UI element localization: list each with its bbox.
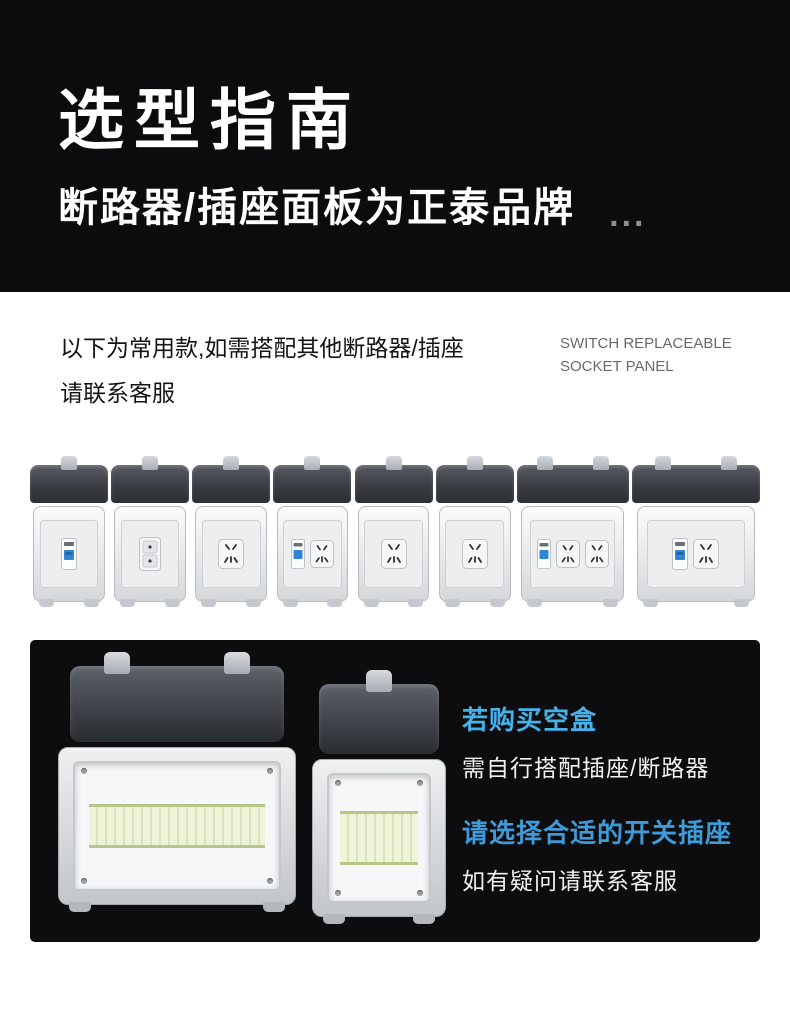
box-body <box>637 505 755 607</box>
intro-line-2: 请联系客服 <box>60 379 175 406</box>
box-inner-panel <box>364 519 423 588</box>
lid-tab-icon <box>537 455 553 470</box>
product-card-breaker-socket <box>273 455 352 607</box>
lid-tab-icon <box>223 455 240 470</box>
breaker-icon <box>536 538 551 569</box>
screw-icon <box>335 889 341 896</box>
box-body <box>114 505 187 607</box>
screw-icon <box>417 779 423 786</box>
page-subtitle: 断路器/插座面板为正泰品牌 <box>58 186 576 231</box>
box-lid <box>631 455 760 503</box>
lid-tab-icon <box>655 455 672 470</box>
screw-icon <box>267 767 273 774</box>
hero-subtitle-row: 断路器/插座面板为正泰品牌 ... <box>58 175 735 233</box>
note-line-2: 如有疑问请联系客服 <box>462 867 678 894</box>
box-lid <box>435 455 514 503</box>
lid-tab-icon <box>592 455 609 470</box>
note-line-1: 需自行搭配插座/断路器 <box>462 754 710 781</box>
dual-outlet-icon <box>139 536 162 571</box>
empty-box-lid <box>318 669 440 754</box>
socket-icon <box>555 539 580 568</box>
empty-box-wide <box>58 651 296 912</box>
empty-box-recess <box>327 772 431 903</box>
box-inner-panel <box>120 519 180 588</box>
socket-icon <box>309 539 334 568</box>
lid-tab-icon <box>61 455 77 470</box>
lid-tab-icon <box>223 651 250 674</box>
product-card-socket <box>435 455 514 607</box>
box-inner-panel <box>530 519 616 588</box>
screw-icon <box>81 877 87 884</box>
lid-tab-icon <box>142 455 159 470</box>
empty-box-body <box>58 746 296 912</box>
caption-line-1: SWITCH REPLACEABLE <box>560 335 732 352</box>
lid-tab-icon <box>720 455 737 470</box>
box-lid <box>192 455 271 503</box>
product-card-breaker <box>30 455 108 607</box>
box-body <box>33 505 105 607</box>
socket-icon <box>380 538 407 569</box>
product-card-socket <box>192 455 271 607</box>
intro-line-1: 以下为常用款,如需搭配其他断路器/插座 <box>60 335 464 361</box>
screw-icon <box>417 889 423 896</box>
lid-tab-icon <box>304 455 321 470</box>
breaker-icon <box>60 537 77 570</box>
note-heading-1: 若购买空盒 <box>462 704 598 735</box>
box-lid <box>273 455 352 503</box>
empty-box-tall <box>312 669 446 924</box>
lid-tab-icon <box>385 455 402 470</box>
box-inner-panel <box>201 519 261 588</box>
box-inner-panel <box>647 519 745 588</box>
empty-box-lid <box>69 651 285 742</box>
ellipsis-decoration: ... <box>609 195 647 234</box>
box-lid <box>30 455 108 503</box>
intro-note: 以下为常用款,如需搭配其他断路器/插座 请联系客服 <box>60 326 464 416</box>
caption-line-2: SOCKET PANEL <box>560 358 674 376</box>
screw-icon <box>335 779 341 786</box>
breaker-icon <box>290 538 305 569</box>
socket-icon <box>693 538 720 569</box>
box-body <box>438 505 511 607</box>
hero-section: 选型指南 断路器/插座面板为正泰品牌 ... <box>0 0 790 292</box>
product-card-breaker-socket-wide <box>631 455 760 607</box>
socket-icon <box>461 538 488 569</box>
english-caption: SWITCH REPLACEABLE SOCKET PANEL <box>560 326 738 379</box>
empty-box-body <box>312 758 446 924</box>
empty-box-section: 若购买空盒 需自行搭配插座/断路器 请选择合适的开关插座 如有疑问请联系客服 <box>30 639 760 942</box>
note-heading-2: 请选择合适的开关插座 <box>462 817 733 848</box>
socket-icon <box>584 539 609 568</box>
breaker-icon <box>672 537 689 570</box>
empty-box-recess <box>73 760 281 891</box>
product-card-dual-outlet <box>111 455 190 607</box>
lid-tab-icon <box>366 669 392 692</box>
box-body <box>276 505 349 607</box>
product-card-socket <box>354 455 433 607</box>
box-inner-panel <box>445 519 504 588</box>
din-rail-icon <box>89 803 265 848</box>
socket-icon <box>218 538 245 569</box>
empty-box-notes: 若购买空盒 需自行搭配插座/断路器 请选择合适的开关插座 如有疑问请联系客服 <box>462 700 754 896</box>
intro-section: 以下为常用款,如需搭配其他断路器/插座 请联系客服 SWITCH REPLACE… <box>0 292 790 416</box>
screw-icon <box>267 877 273 884</box>
box-lid <box>516 455 629 503</box>
screw-icon <box>81 767 87 774</box>
product-row <box>30 446 760 607</box>
din-rail-icon <box>340 810 418 865</box>
box-inner-panel <box>39 519 99 588</box>
box-lid <box>354 455 433 503</box>
box-inner-panel <box>283 519 342 588</box>
box-body <box>357 505 430 607</box>
lid-tab-icon <box>466 455 483 470</box>
product-card-breaker-double-socket <box>516 455 629 607</box>
lid-tab-icon <box>104 651 131 674</box>
box-body <box>195 505 268 607</box>
box-lid <box>111 455 190 503</box>
page-title: 选型指南 <box>58 83 362 157</box>
box-body <box>521 505 625 607</box>
